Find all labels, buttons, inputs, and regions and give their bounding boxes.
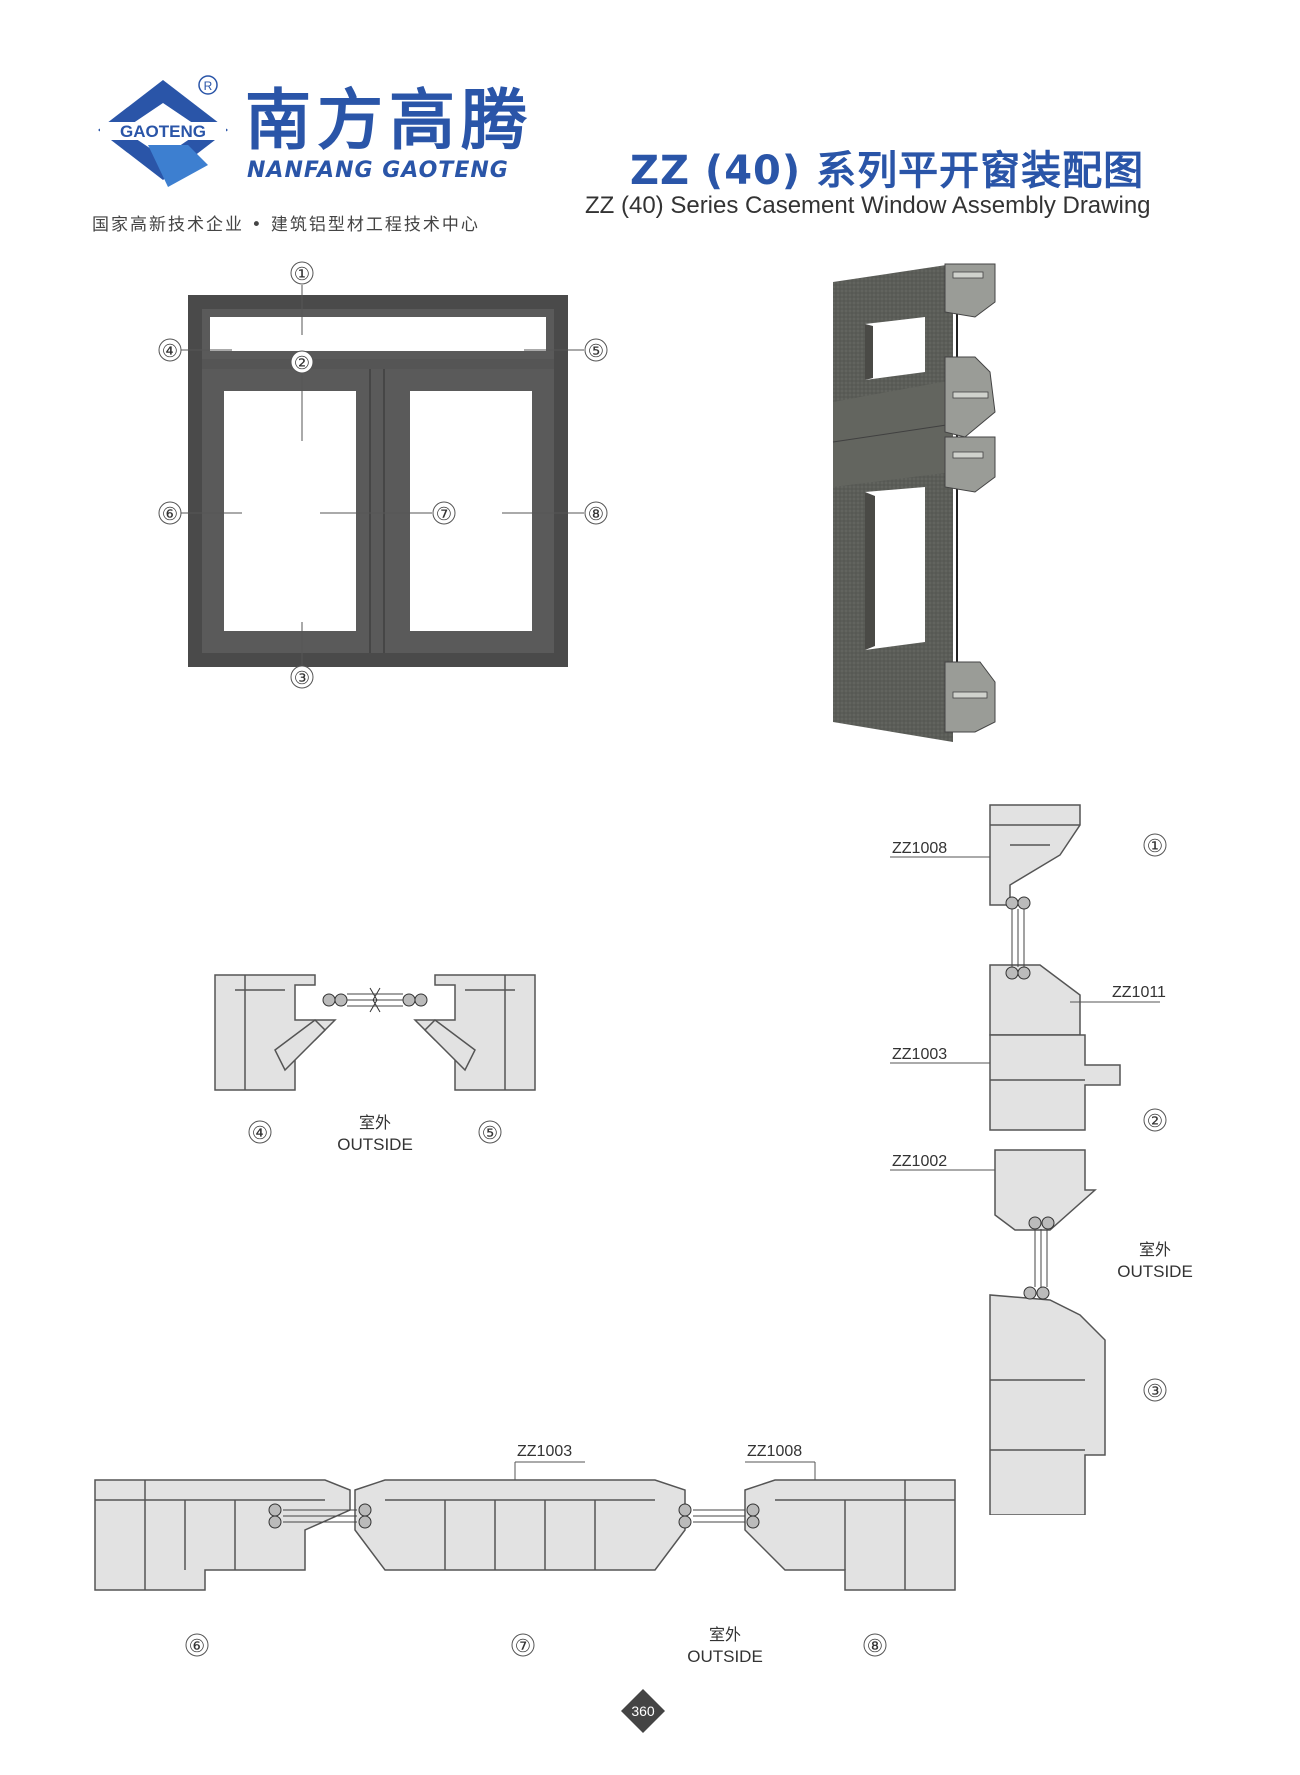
elevation-marker-8: ⑧ [588,504,604,524]
vertical-section-drawing: ZZ1008 ZZ1011 ZZ1003 ZZ1002 ① ② ③ 室外 OUT… [890,804,1193,1515]
elevation-marker-7: ⑦ [436,504,452,524]
vertical-outside-cn: 室外 [1139,1241,1171,1259]
section-45-drawing: ④ ⑤ 室外 OUTSIDE [214,974,536,1154]
vertical-marker-3: ③ [1147,1381,1163,1401]
profile-3d-render [832,263,996,742]
brand-logo-icon: GAOTENG R [98,75,228,187]
vertical-marker-1: ① [1147,836,1163,856]
page-title-cn: ZZ (40) 系列平开窗装配图 [630,148,1145,194]
page-title-en: ZZ (40) Series Casement Window Assembly … [585,192,1151,219]
window-elevation-drawing: ① ② ③ ④ ⑤ ⑥ ⑦ ⑧ [158,261,608,689]
vertical-profile-zz1011: ZZ1011 [1112,984,1166,1001]
vertical-profile-zz1003: ZZ1003 [892,1046,947,1063]
vertical-outside-en: OUTSIDE [1117,1262,1193,1281]
horizontal-marker-8: ⑧ [867,1636,883,1656]
elevation-marker-2: ② [294,353,310,373]
vertical-marker-2: ② [1147,1111,1163,1131]
horizontal-marker-7: ⑦ [515,1636,531,1656]
elevation-marker-4: ④ [162,341,178,361]
horizontal-marker-6: ⑥ [189,1636,205,1656]
brand-name-en: NANFANG GAOTENG [247,158,509,183]
section45-outside-en: OUTSIDE [337,1135,413,1154]
horizontal-section-drawing: ZZ1003 ZZ1008 ⑥ ⑦ ⑧ 室外 OUTSIDE [94,1443,956,1666]
registered-mark: R [204,79,213,93]
section45-marker-5: ⑤ [482,1123,498,1143]
page-number-badge: 360 [621,1689,665,1733]
horizontal-profile-zz1008: ZZ1008 [747,1443,802,1460]
section45-marker-4: ④ [252,1123,268,1143]
logo-text: GAOTENG [120,122,206,141]
company-tagline: 国家高新技术企业 • 建筑铝型材工程技术中心 [92,215,480,235]
horizontal-profile-zz1003: ZZ1003 [517,1443,572,1460]
section45-outside-cn: 室外 [359,1114,391,1132]
horizontal-outside-en: OUTSIDE [687,1647,763,1666]
brand-name-cn: 南方高腾 [245,82,533,159]
elevation-marker-6: ⑥ [162,504,178,524]
vertical-profile-zz1002: ZZ1002 [892,1153,947,1170]
elevation-marker-3: ③ [294,668,310,688]
vertical-profile-zz1008: ZZ1008 [892,840,947,857]
horizontal-outside-cn: 室外 [709,1626,741,1644]
elevation-marker-5: ⑤ [588,341,604,361]
elevation-marker-1: ① [294,264,310,284]
page-number: 360 [631,1703,655,1719]
